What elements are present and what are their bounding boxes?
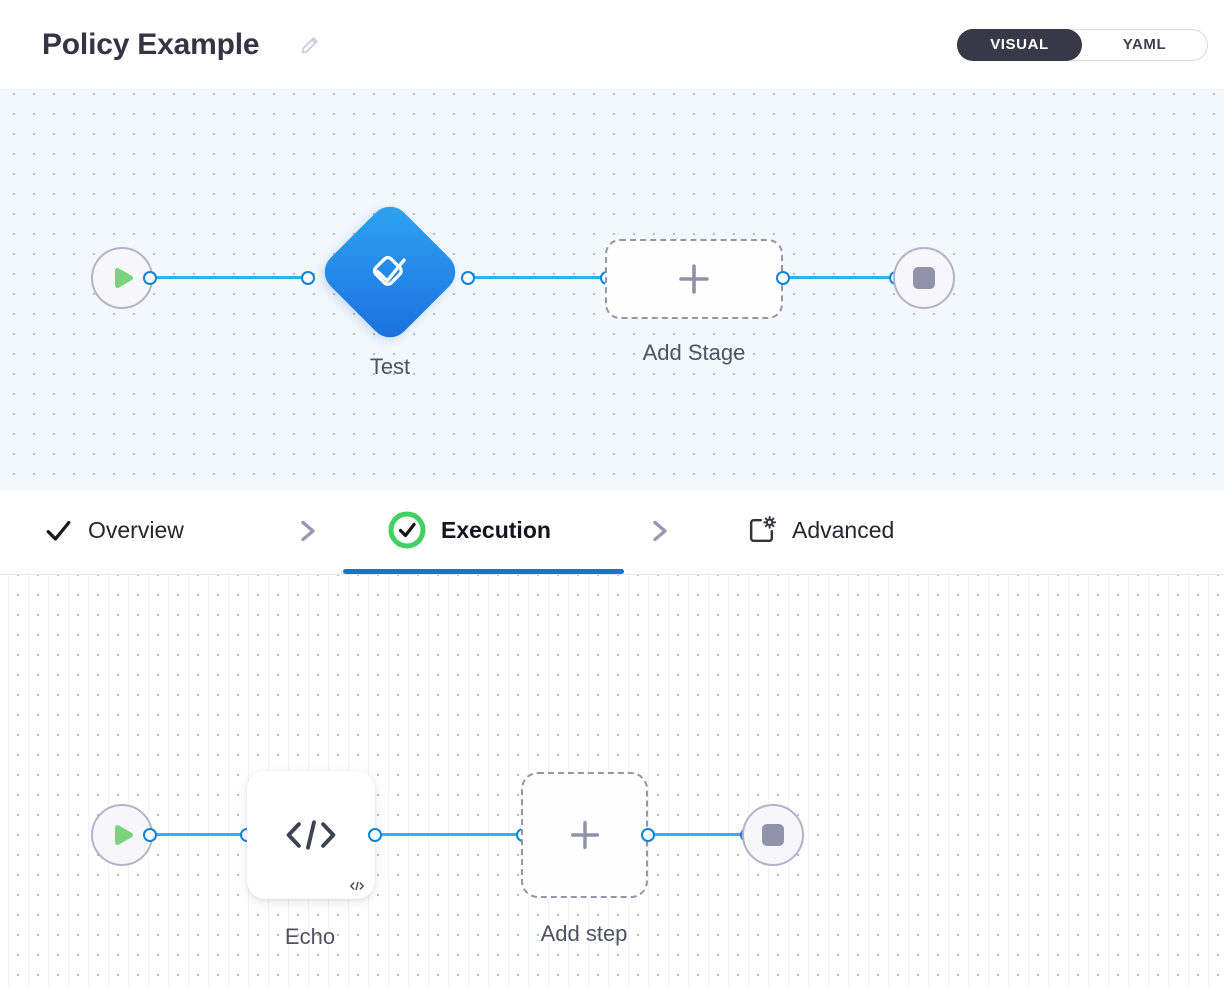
- check-circle-icon: [388, 511, 426, 549]
- connector-line: [783, 276, 896, 279]
- view-mode-toggle: VISUAL YAML: [957, 28, 1208, 61]
- stage-canvas[interactable]: Test Add Stage: [0, 90, 1224, 490]
- tab-execution-label: Execution: [441, 516, 551, 543]
- pipeline-end-node[interactable]: [893, 247, 955, 309]
- yaml-toggle-button[interactable]: YAML: [1122, 36, 1167, 53]
- play-icon: [115, 825, 133, 845]
- plus-icon: [570, 820, 599, 850]
- add-stage-button[interactable]: [605, 239, 783, 319]
- step-node-label: Echo: [284, 924, 336, 949]
- stage-node-icon-wrap: [364, 246, 416, 298]
- plus-icon: [679, 264, 709, 294]
- edit-title-button[interactable]: [299, 33, 322, 56]
- visual-toggle-button[interactable]: VISUAL: [957, 28, 1082, 61]
- stage-node-test[interactable]: [316, 198, 464, 346]
- chevron-right-icon: [648, 518, 670, 544]
- pipeline-start-node[interactable]: [91, 247, 153, 309]
- connector-anchor: [301, 271, 315, 285]
- stop-icon: [913, 267, 935, 289]
- connector-line: [150, 276, 308, 279]
- check-icon: [46, 520, 71, 541]
- add-step-button[interactable]: [521, 772, 648, 898]
- policy-check-icon: [372, 255, 406, 286]
- pencil-icon: [301, 37, 319, 54]
- add-stage-label: Add Stage: [642, 340, 746, 365]
- connector-anchor: [461, 271, 475, 285]
- stop-icon: [762, 824, 784, 846]
- page-header: Policy Example VISUAL YAML: [0, 0, 1224, 90]
- connector-line: [150, 833, 247, 836]
- chevron-right-icon: [296, 518, 318, 544]
- stage-config-tabbar: Overview Execution Advanced: [0, 490, 1224, 575]
- connector-anchor: [368, 828, 382, 842]
- execution-start-node[interactable]: [91, 804, 153, 866]
- page-title: Policy Example: [42, 27, 260, 61]
- active-tab-indicator: [343, 569, 624, 574]
- code-badge-icon: [350, 881, 364, 891]
- connector-anchor: [641, 828, 655, 842]
- add-step-label: Add step: [540, 921, 628, 946]
- connector-line: [375, 833, 523, 836]
- connector-anchor: [143, 828, 157, 842]
- tab-overview-label: Overview: [88, 516, 184, 543]
- step-node-echo[interactable]: [247, 771, 375, 899]
- tab-advanced[interactable]: Advanced: [746, 490, 894, 570]
- execution-end-node[interactable]: [742, 804, 804, 866]
- code-icon: [286, 820, 336, 850]
- connector-anchor: [143, 271, 157, 285]
- tab-advanced-label: Advanced: [792, 516, 895, 543]
- advanced-gear-icon: [749, 515, 777, 542]
- tab-overview[interactable]: Overview: [44, 490, 184, 570]
- stage-node-label: Test: [369, 354, 411, 379]
- tab-execution[interactable]: Execution: [388, 490, 551, 570]
- connector-line: [648, 833, 747, 836]
- play-icon: [115, 268, 133, 288]
- connector-anchor: [776, 271, 790, 285]
- step-canvas[interactable]: Echo Add step: [0, 575, 1224, 986]
- connector-line: [468, 276, 607, 279]
